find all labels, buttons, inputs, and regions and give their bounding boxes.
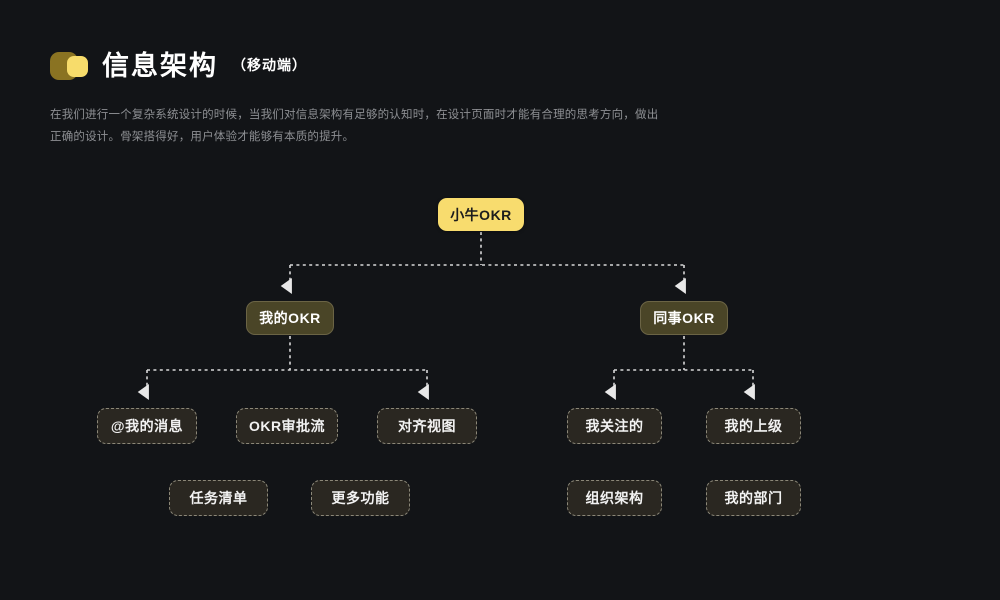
node-leaf-task-list[interactable]: 任务清单 [169,480,268,516]
node-leaf-org-structure[interactable]: 组织架构 [567,480,662,516]
page-subtitle: （移动端） [232,57,307,73]
node-root-okr[interactable]: 小牛OKR [438,198,524,231]
page-description: 在我们进行一个复杂系统设计的时候，当我们对信息架构有足够的认知时，在设计页面时才… [50,109,659,143]
node-branch-my-okr[interactable]: 我的OKR [246,301,334,335]
page-title: 信息架构 [102,50,218,81]
node-leaf-okr-approval-flow[interactable]: OKR审批流 [236,408,338,444]
node-leaf-my-messages[interactable]: @我的消息 [97,408,197,444]
logo-front-square-icon [67,56,88,77]
node-leaf-more-features[interactable]: 更多功能 [311,480,410,516]
node-leaf-following[interactable]: 我关注的 [567,408,662,444]
overlapping-squares-logo-icon [50,52,88,80]
title-row: 信息架构 （移动端） [50,46,750,86]
node-leaf-my-superior[interactable]: 我的上级 [706,408,801,444]
node-leaf-alignment-view[interactable]: 对齐视图 [377,408,477,444]
page-header: 信息架构 （移动端） 在我们进行一个复杂系统设计的时候，当我们对信息架构有足够的… [50,46,750,148]
node-branch-colleague-okr[interactable]: 同事OKR [640,301,728,335]
node-leaf-my-department[interactable]: 我的部门 [706,480,801,516]
